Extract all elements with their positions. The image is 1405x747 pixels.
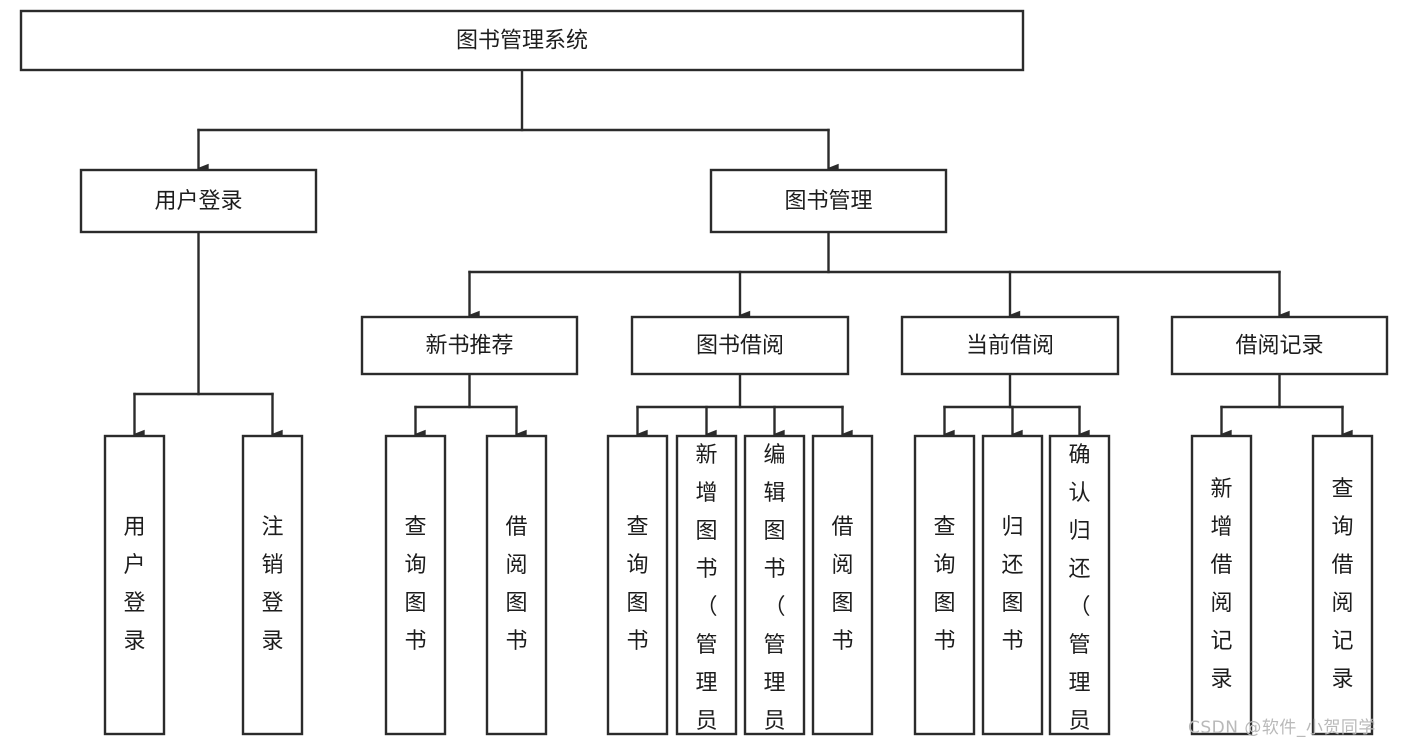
node-label: 查询借阅记录 [1331,477,1353,692]
node-rect [360,315,579,376]
node-rect [1190,434,1253,736]
connectors-layer [133,68,1353,439]
node-rect [630,315,850,376]
node-label: 查询图书 [626,515,648,654]
node-rect [913,434,976,736]
node-label: 借阅记录 [1235,334,1323,359]
csdn-watermark: CSDN @软件_小贺同学 [1188,718,1376,738]
node-user-login[interactable]: 用户登录 [79,168,318,234]
node-book-borrow[interactable]: 图书借阅 [630,315,850,376]
node-root-system[interactable]: 图书管理系统 [19,9,1025,72]
node-rect [675,434,738,736]
node-leaf-query-borrow-record[interactable]: 查询借阅记录 [1311,434,1374,736]
node-leaf-query-book-borrow[interactable]: 查询图书 [606,434,669,736]
node-label: 借阅图书 [831,515,853,654]
node-rect [19,9,1025,72]
node-label: 注销登录 [261,515,283,654]
node-book-management[interactable]: 图书管理 [709,168,948,234]
node-leaf-add-borrow-record[interactable]: 新增借阅记录 [1190,434,1253,736]
node-leaf-borrow-book-recommend[interactable]: 借阅图书 [485,434,548,736]
node-label: 借阅图书 [505,515,527,654]
node-leaf-borrow-book[interactable]: 借阅图书 [811,434,874,736]
node-rect [811,434,874,736]
node-rect [384,434,447,736]
node-label: 新增借阅记录 [1210,477,1232,692]
node-label: 查询图书 [933,515,955,654]
node-label: 编辑图书（管理员） [763,443,785,747]
node-leaf-query-book-recommend[interactable]: 查询图书 [384,434,447,736]
node-label: 新增图书（管理员） [695,443,717,747]
node-leaf-confirm-return-admin[interactable]: 确认归还（管理员） [1048,434,1111,747]
node-label: 图书管理系统 [456,29,588,54]
node-rect [709,168,948,234]
node-label: 图书管理 [784,189,872,214]
node-label: 查询图书 [404,515,426,654]
node-label: 当前借阅 [966,334,1054,359]
node-label: 确认归还（管理员） [1068,443,1090,747]
node-rect [1311,434,1374,736]
node-leaf-edit-book-admin[interactable]: 编辑图书（管理员） [743,434,806,747]
node-leaf-logout-login[interactable]: 注销登录 [241,434,304,736]
node-rect [606,434,669,736]
node-new-book-recommend[interactable]: 新书推荐 [360,315,579,376]
node-label: 归还图书 [1001,515,1023,654]
node-leaf-add-book-admin[interactable]: 新增图书（管理员） [675,434,738,747]
node-label: 用户登录 [154,189,242,214]
node-current-borrow[interactable]: 当前借阅 [900,315,1120,376]
node-label: 图书借阅 [696,334,784,359]
node-rect [79,168,318,234]
node-leaf-query-book-current[interactable]: 查询图书 [913,434,976,736]
node-leaf-return-book[interactable]: 归还图书 [981,434,1044,736]
node-label: 用户登录 [123,515,145,654]
node-rect [1048,434,1111,736]
node-rect [743,434,806,736]
node-rect [485,434,548,736]
node-label: 新书推荐 [425,334,513,359]
node-borrow-record[interactable]: 借阅记录 [1170,315,1389,376]
node-rect [1170,315,1389,376]
nodes-layer: 图书管理系统用户登录图书管理新书推荐图书借阅当前借阅借阅记录用户登录注销登录查询… [19,9,1389,747]
node-leaf-user-login[interactable]: 用户登录 [103,434,166,736]
node-rect [981,434,1044,736]
node-rect [900,315,1120,376]
node-rect [103,434,166,736]
node-rect [241,434,304,736]
